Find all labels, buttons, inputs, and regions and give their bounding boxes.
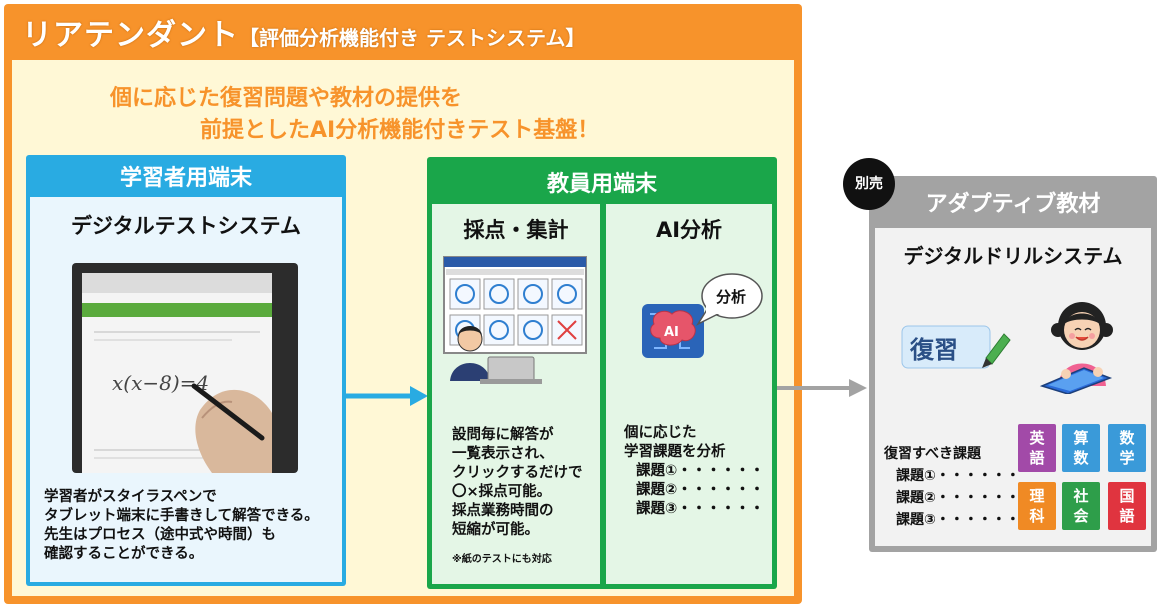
learner-description: 学習者がスタイラスペンで タブレット端末に手書きして解答できる。 先生はプロセス… <box>44 489 319 562</box>
ai-analysis-column <box>606 204 772 584</box>
brain-label: AI <box>664 325 679 340</box>
tablet-handwriting-image: x(x−8)=4 <box>94 331 272 473</box>
grading-title: 採点・集計 <box>463 218 569 242</box>
tagline-line-2: 前提としたAI分析機能付きテスト基盤！ <box>200 118 600 143</box>
arrow-teacher-to-adaptive <box>777 379 867 397</box>
arrow-learner-to-teacher <box>346 386 428 406</box>
subject-arithmetic: 算数 <box>1062 424 1100 472</box>
review-sign-illustration: 復習 <box>901 325 1011 369</box>
ai-analysis-title: AI分析 <box>655 218 723 242</box>
subject-social-studies: 社会 <box>1062 482 1100 530</box>
handwriting-text: x(x−8)=4 <box>112 371 209 395</box>
teacher-header: 教員用端末 <box>546 172 657 197</box>
subject-english: 英語 <box>1018 424 1056 472</box>
bubble-text: 分析 <box>716 288 746 306</box>
adaptive-header: アダプティブ教材 <box>925 192 1101 217</box>
ai-analysis-description: 個に応じた 学習課題を分析 課題①・・・・・・ 課題②・・・・・・ 課題③・・・… <box>624 425 765 517</box>
review-tasks-list: 復習すべき課題 課題①・・・・・・ 課題②・・・・・・ 課題③・・・・・・ <box>884 446 1020 528</box>
ai-brain-illustration: AI 分析 <box>642 273 763 358</box>
learner-header: 学習者用端末 <box>119 166 252 191</box>
grading-screen-illustration <box>443 256 587 384</box>
grading-description: 設問毎に解答が 一覧表示され、 クリックするだけで 〇×採点可能。 採点業務時間… <box>452 427 583 538</box>
tagline-line-1: 個に応じた復習問題や教材の提供を <box>110 86 463 111</box>
tablet-browser-bar <box>82 273 272 293</box>
sold-separately-badge: 別売 <box>843 158 895 210</box>
learner-subtitle: デジタルテストシステム <box>71 214 301 238</box>
tablet-toolbar <box>82 303 272 317</box>
product-subtitle: 【評価分析機能付き テストシステム】 <box>239 26 586 50</box>
subject-science: 理科 <box>1018 482 1056 530</box>
subject-japanese: 国語 <box>1108 482 1146 530</box>
product-name: リアテンダント <box>22 18 239 53</box>
subject-math: 数学 <box>1108 424 1146 472</box>
review-sign-text: 復習 <box>909 336 958 364</box>
grading-note: ※紙のテストにも対応 <box>452 554 552 565</box>
header-title: リアテンダント【評価分析機能付き テストシステム】 <box>22 10 585 54</box>
pencil-icon <box>982 333 1011 368</box>
adaptive-subtitle: デジタルドリルシステム <box>903 244 1123 268</box>
stylus-pen <box>191 383 265 441</box>
adaptive-panel-body <box>875 228 1151 546</box>
student-with-tablet-illustration <box>1039 302 1113 394</box>
